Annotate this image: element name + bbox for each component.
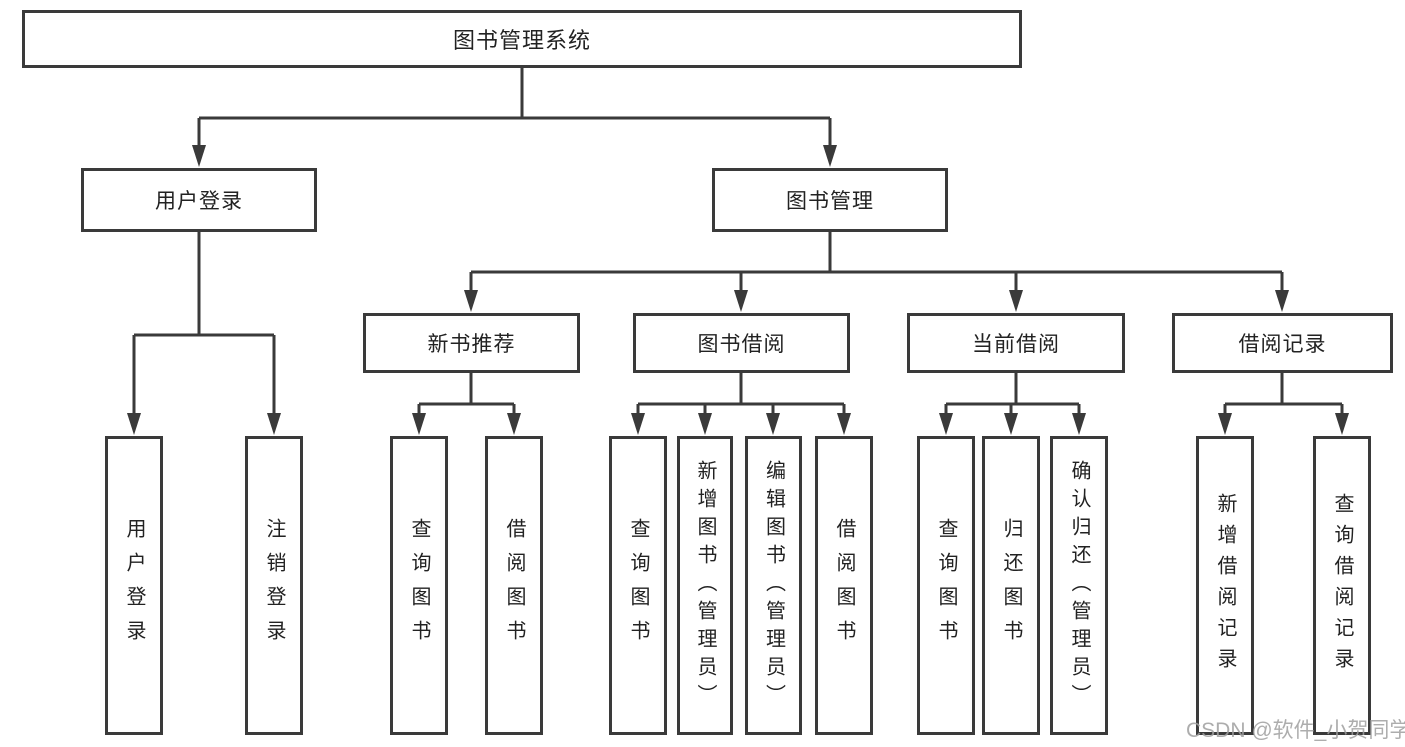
leaf-current-confirm-return-admin: 确认归还（管理员）	[1050, 436, 1108, 735]
node-book-management: 图书管理	[712, 168, 948, 232]
node-root-system: 图书管理系统	[22, 10, 1022, 68]
node-user-login: 用户登录	[81, 168, 317, 232]
node-new-book-recommend: 新书推荐	[363, 313, 580, 373]
leaf-borrow-borrow-book: 借阅图书	[815, 436, 873, 735]
leaf-record-add-record: 新增借阅记录	[1196, 436, 1254, 735]
leaf-current-query-book: 查询图书	[917, 436, 975, 735]
arrowheads	[127, 145, 1349, 435]
leaf-record-query-record: 查询借阅记录	[1313, 436, 1371, 735]
leaf-user-login: 用户登录	[105, 436, 163, 735]
csdn-watermark: CSDN @软件_小贺同学	[1186, 719, 1405, 742]
leaf-borrow-edit-book-admin: 编辑图书（管理员）	[745, 436, 802, 735]
node-book-borrow: 图书借阅	[633, 313, 850, 373]
leaf-newbook-borrow-book: 借阅图书	[485, 436, 543, 735]
node-borrow-record: 借阅记录	[1172, 313, 1393, 373]
leaf-logout: 注销登录	[245, 436, 303, 735]
leaf-borrow-query-book: 查询图书	[609, 436, 667, 735]
node-current-borrow: 当前借阅	[907, 313, 1125, 373]
leaf-borrow-add-book-admin: 新增图书（管理员）	[677, 436, 733, 735]
leaf-newbook-query-book: 查询图书	[390, 436, 448, 735]
leaf-current-return-book: 归还图书	[982, 436, 1040, 735]
